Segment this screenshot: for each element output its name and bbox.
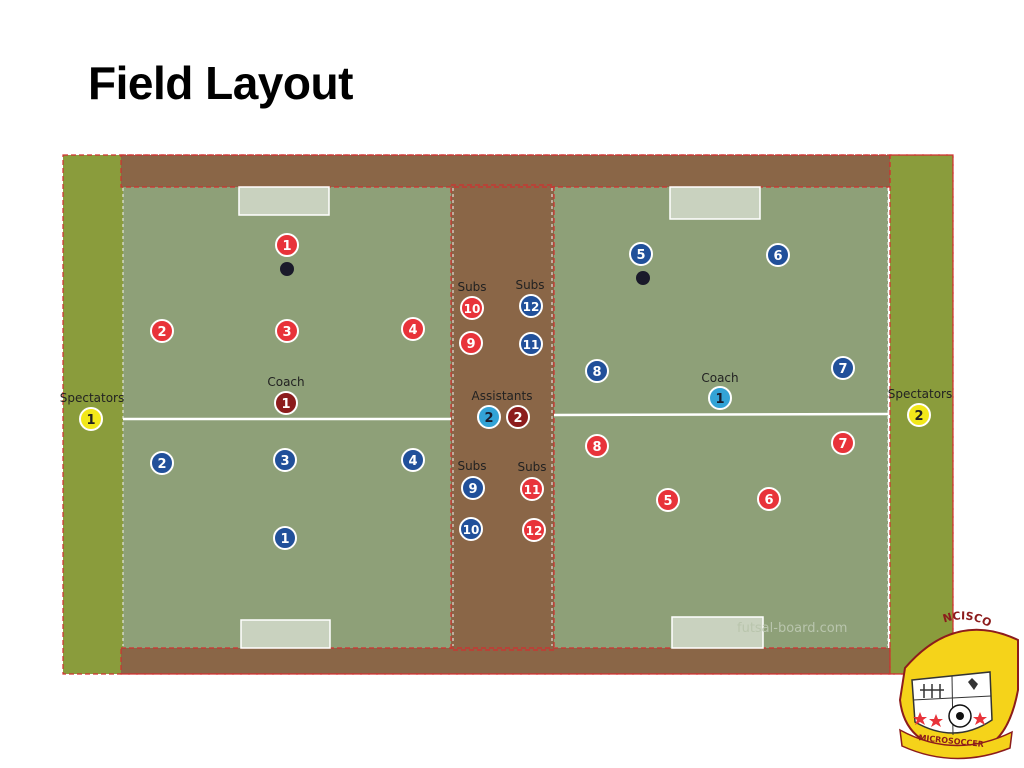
player-marker-blue: 6 [766,243,790,267]
left-coach-label: Coach [267,375,304,389]
club-logo: NCISCO MICROSOCCER [898,609,1019,760]
svg-text:5: 5 [663,494,672,509]
inner-dashed-lines [122,188,889,646]
svg-text:11: 11 [524,483,541,497]
sub-marker-blue: 10 [459,517,483,541]
player-marker-red: 4 [401,317,425,341]
svg-text:9: 9 [466,337,475,352]
player-marker-blue: 1 [273,526,297,550]
goal-boxes [238,186,764,649]
right-spectators-label: Spectators [888,387,953,401]
player-marker-blue: 7 [831,356,855,380]
sub-marker-red: 9 [459,331,483,355]
svg-text:12: 12 [526,524,543,538]
player-marker-red: 5 [656,488,680,512]
player-marker-blue: 8 [585,359,609,383]
right-coach-label: Coach [701,371,738,385]
left-bottom-goal [240,619,331,649]
sub-marker-red: 12 [522,518,546,542]
page-title: Field Layout [88,57,353,109]
player-marker-red: 6 [757,487,781,511]
svg-text:12: 12 [523,300,540,314]
sub-marker-red: 11 [520,477,544,501]
svg-text:3: 3 [282,325,291,340]
svg-text:10: 10 [464,302,481,316]
svg-text:6: 6 [773,249,782,264]
player-marker-red: 7 [831,431,855,455]
right-field [554,187,888,648]
svg-text:8: 8 [592,440,601,455]
right-spectators-marker: 2 [907,403,931,427]
svg-text:2: 2 [157,325,166,340]
player-marker-red: 3 [275,319,299,343]
player-marker-blue: 2 [150,451,174,475]
svg-text:1: 1 [282,239,291,254]
center-dirt-strip [451,185,554,650]
svg-text:4: 4 [408,454,417,469]
svg-text:1: 1 [86,413,95,428]
sub-marker-blue: 12 [519,294,543,318]
right-top-goal [669,186,761,220]
left-spectators-label: Spectators [60,391,125,405]
player-marker-blue: 5 [629,242,653,266]
subs-label: Subs [457,459,486,473]
svg-text:2: 2 [513,411,522,426]
sub-marker-red: 10 [460,296,484,320]
player-marker-red: 1 [275,233,299,257]
left-top-goal [238,186,330,216]
player-marker-blue: 3 [273,448,297,472]
sub-marker-blue: 9 [461,476,485,500]
subs-label: Subs [517,460,546,474]
svg-text:8: 8 [592,365,601,380]
svg-text:2: 2 [484,411,493,426]
player-marker-blue: 4 [401,448,425,472]
svg-text:2: 2 [157,457,166,472]
bottom-dirt-band [121,648,890,674]
subs-label: Subs [457,280,486,294]
svg-text:9: 9 [468,482,477,497]
sub-marker-blue: 11 [519,332,543,356]
right-bottom-goal [671,616,764,649]
right-halfway-line [553,412,889,417]
svg-text:7: 7 [838,437,847,452]
player-marker-red: 2 [150,319,174,343]
svg-text:10: 10 [463,523,480,537]
ball-icon [636,271,650,285]
boundary-lines [62,154,954,675]
svg-text:1: 1 [715,392,724,407]
right-coach-marker: 1 [708,386,732,410]
left-spectators-marker: 1 [79,407,103,431]
svg-text:7: 7 [838,362,847,377]
assistant-marker-blue: 2 [477,405,501,429]
svg-text:5: 5 [636,248,645,263]
svg-text:1: 1 [280,532,289,547]
subs-label: Subs [515,278,544,292]
player-marker-red: 8 [585,434,609,458]
top-dirt-band [121,155,890,187]
assistants-label: Assistants [472,389,533,403]
svg-text:4: 4 [408,323,417,338]
svg-text:6: 6 [764,493,773,508]
ball-icon [280,262,294,276]
assistant-marker-red: 2 [506,405,530,429]
svg-text:3: 3 [280,454,289,469]
svg-text:11: 11 [523,338,540,352]
svg-text:1: 1 [281,397,290,412]
left-coach-marker: 1 [274,391,298,415]
svg-text:2: 2 [914,409,923,424]
watermark: futsal-board.com [737,621,847,636]
